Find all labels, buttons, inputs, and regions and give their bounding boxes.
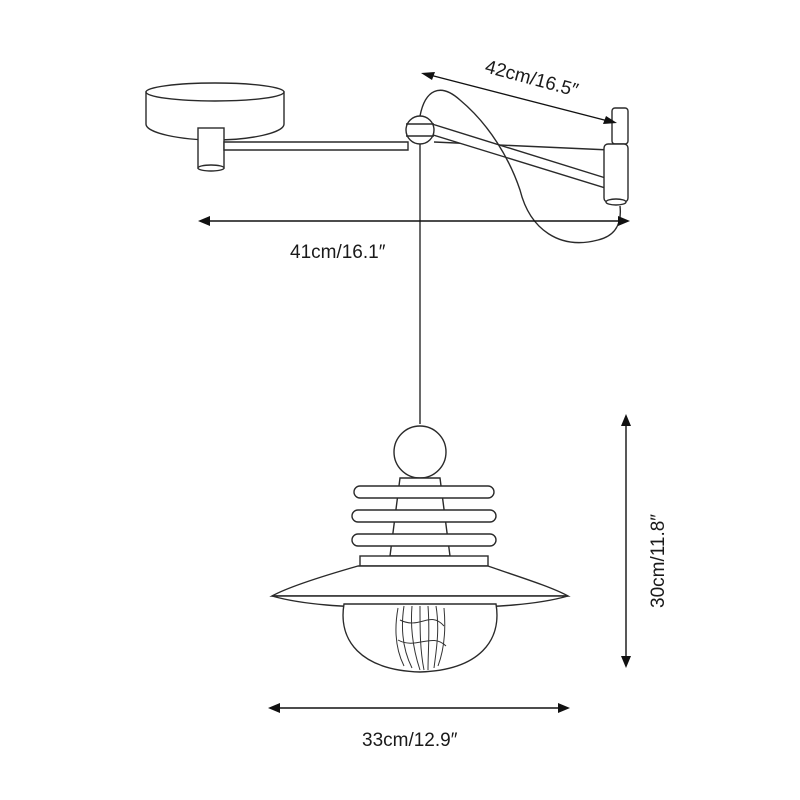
wooden-ball	[393, 425, 447, 479]
lamp-shade	[269, 565, 571, 609]
ceiling-canopy	[145, 82, 285, 172]
light-bulb	[342, 603, 498, 673]
power-cord	[419, 89, 622, 244]
angled-arm	[429, 123, 613, 191]
socket-housing	[351, 477, 497, 567]
height-label: 30cm/11.8″	[648, 514, 669, 608]
dimension-height	[621, 414, 631, 668]
dimension-shade-width	[268, 703, 570, 713]
wall-bracket	[603, 107, 629, 206]
dimension-arm-reach	[421, 72, 617, 124]
arm-reach-label: 42cm/16.5″	[483, 57, 581, 102]
pivot-joint	[405, 115, 435, 145]
dimension-arm-length	[198, 216, 630, 226]
shade-width-label: 33cm/12.9″	[362, 730, 458, 751]
horizontal-arm	[223, 141, 611, 151]
arm-length-label: 41cm/16.1″	[290, 242, 386, 263]
